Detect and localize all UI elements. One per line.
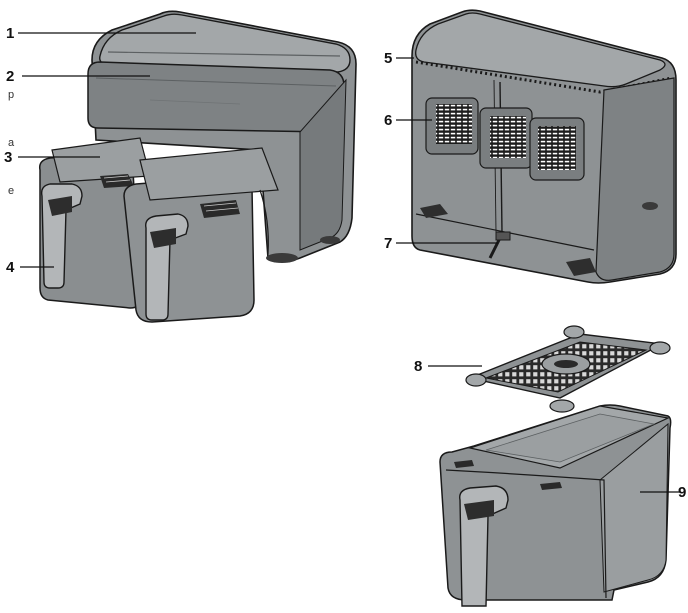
air-outlet-vents xyxy=(425,97,585,181)
callout-1: 1 xyxy=(6,25,14,42)
callout-3: 3 xyxy=(4,149,12,166)
callout-leaders xyxy=(18,32,680,493)
edge-text-fragments: p a e xyxy=(8,89,15,197)
callout-5: 5 xyxy=(384,50,392,67)
edge-fragment-p: p xyxy=(8,89,14,101)
callout-6: 6 xyxy=(384,112,392,129)
callout-4: 4 xyxy=(6,259,15,276)
cooking-basket xyxy=(439,404,672,607)
control-panel xyxy=(87,61,345,133)
callout-8: 8 xyxy=(414,358,422,375)
edge-fragment-a: a xyxy=(8,137,15,149)
callout-numbers: 1 2 3 4 5 6 7 8 9 xyxy=(4,25,686,501)
callout-7: 7 xyxy=(384,235,392,252)
edge-fragment-e: e xyxy=(8,185,14,197)
rear-view-air-fryer xyxy=(411,9,677,284)
crisper-plate xyxy=(465,325,671,413)
callout-9: 9 xyxy=(678,484,686,501)
right-drawer xyxy=(123,175,255,323)
front-view-air-fryer xyxy=(38,10,357,323)
callout-2: 2 xyxy=(6,68,14,85)
